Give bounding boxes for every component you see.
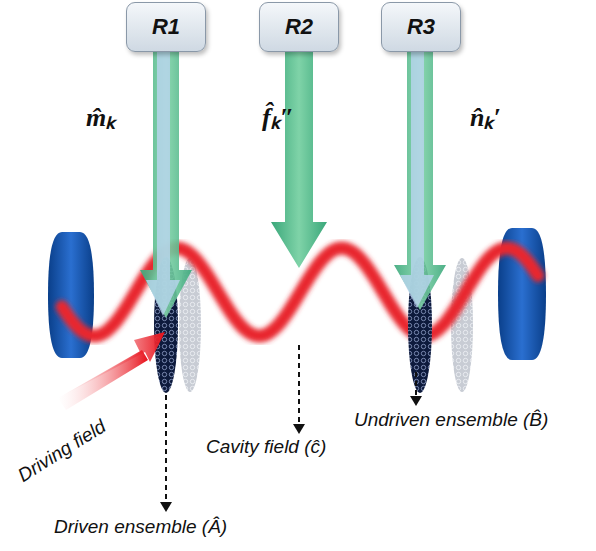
ensemble-label: Undriven ensemble (B̂) <box>354 409 548 431</box>
operator-label: m̂ₖ <box>86 98 115 134</box>
driving-arrow <box>58 350 148 410</box>
reservoir-name: R2 <box>285 14 313 40</box>
driving-label: Driving field <box>14 415 110 486</box>
operator-label: n̂ₖ′ <box>470 98 501 134</box>
reservoir-arrow <box>271 52 327 268</box>
reservoir-box: R2 <box>259 2 339 52</box>
driving-arrow <box>58 332 165 398</box>
field-label: Cavity field (ĉ) <box>206 436 326 458</box>
reservoir-name: R1 <box>152 14 180 40</box>
reservoir-name: R3 <box>407 14 435 40</box>
reservoir-box: R3 <box>381 2 461 52</box>
reservoir-arrow <box>394 52 446 310</box>
reservoir-box: R1 <box>126 2 206 52</box>
operator-label: f̂ₖ″ <box>262 98 294 134</box>
reservoir-arrow <box>140 52 192 318</box>
ensemble-label: Driven ensemble (Â) <box>54 516 227 538</box>
